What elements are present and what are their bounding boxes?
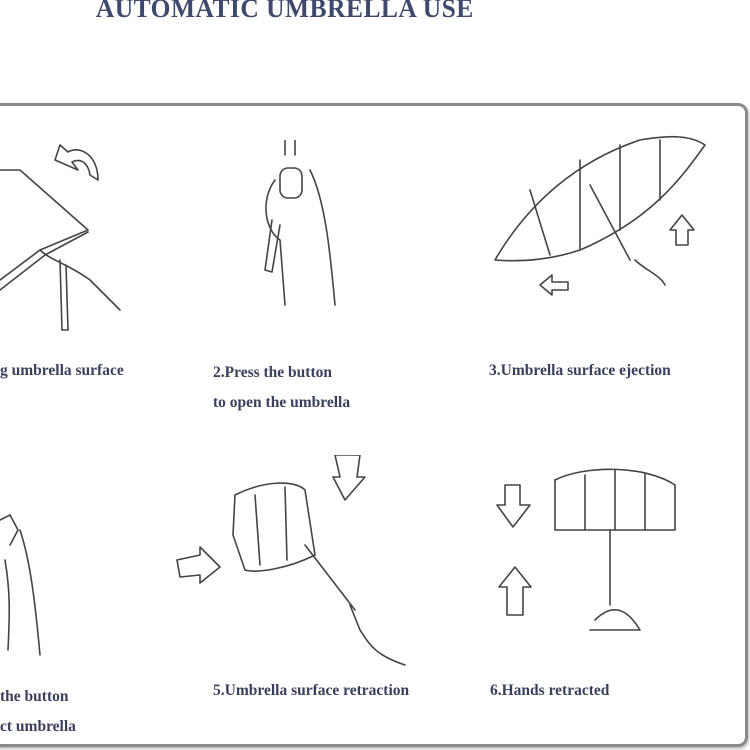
step6-caption: 6.Hands retracted xyxy=(490,682,610,699)
step1-illustration xyxy=(0,144,121,331)
step6-illustration xyxy=(496,468,676,631)
step2-illustration xyxy=(264,140,336,306)
step5-illustration xyxy=(176,455,406,666)
page-title: AUTOMATIC UMBRELLA USE xyxy=(95,0,474,23)
step1-caption: g umbrella surface xyxy=(0,362,124,379)
step4-caption: the button ct umbrella xyxy=(0,688,76,735)
step3-illustration xyxy=(494,135,706,296)
step2-caption: 2.Press the button to open the umbrella xyxy=(213,364,351,411)
step4-illustration xyxy=(0,514,41,656)
instructions-frame xyxy=(0,103,748,747)
step5-caption: 5.Umbrella surface retraction xyxy=(213,682,410,699)
step3-caption: 3.Umbrella surface ejection xyxy=(489,362,671,379)
